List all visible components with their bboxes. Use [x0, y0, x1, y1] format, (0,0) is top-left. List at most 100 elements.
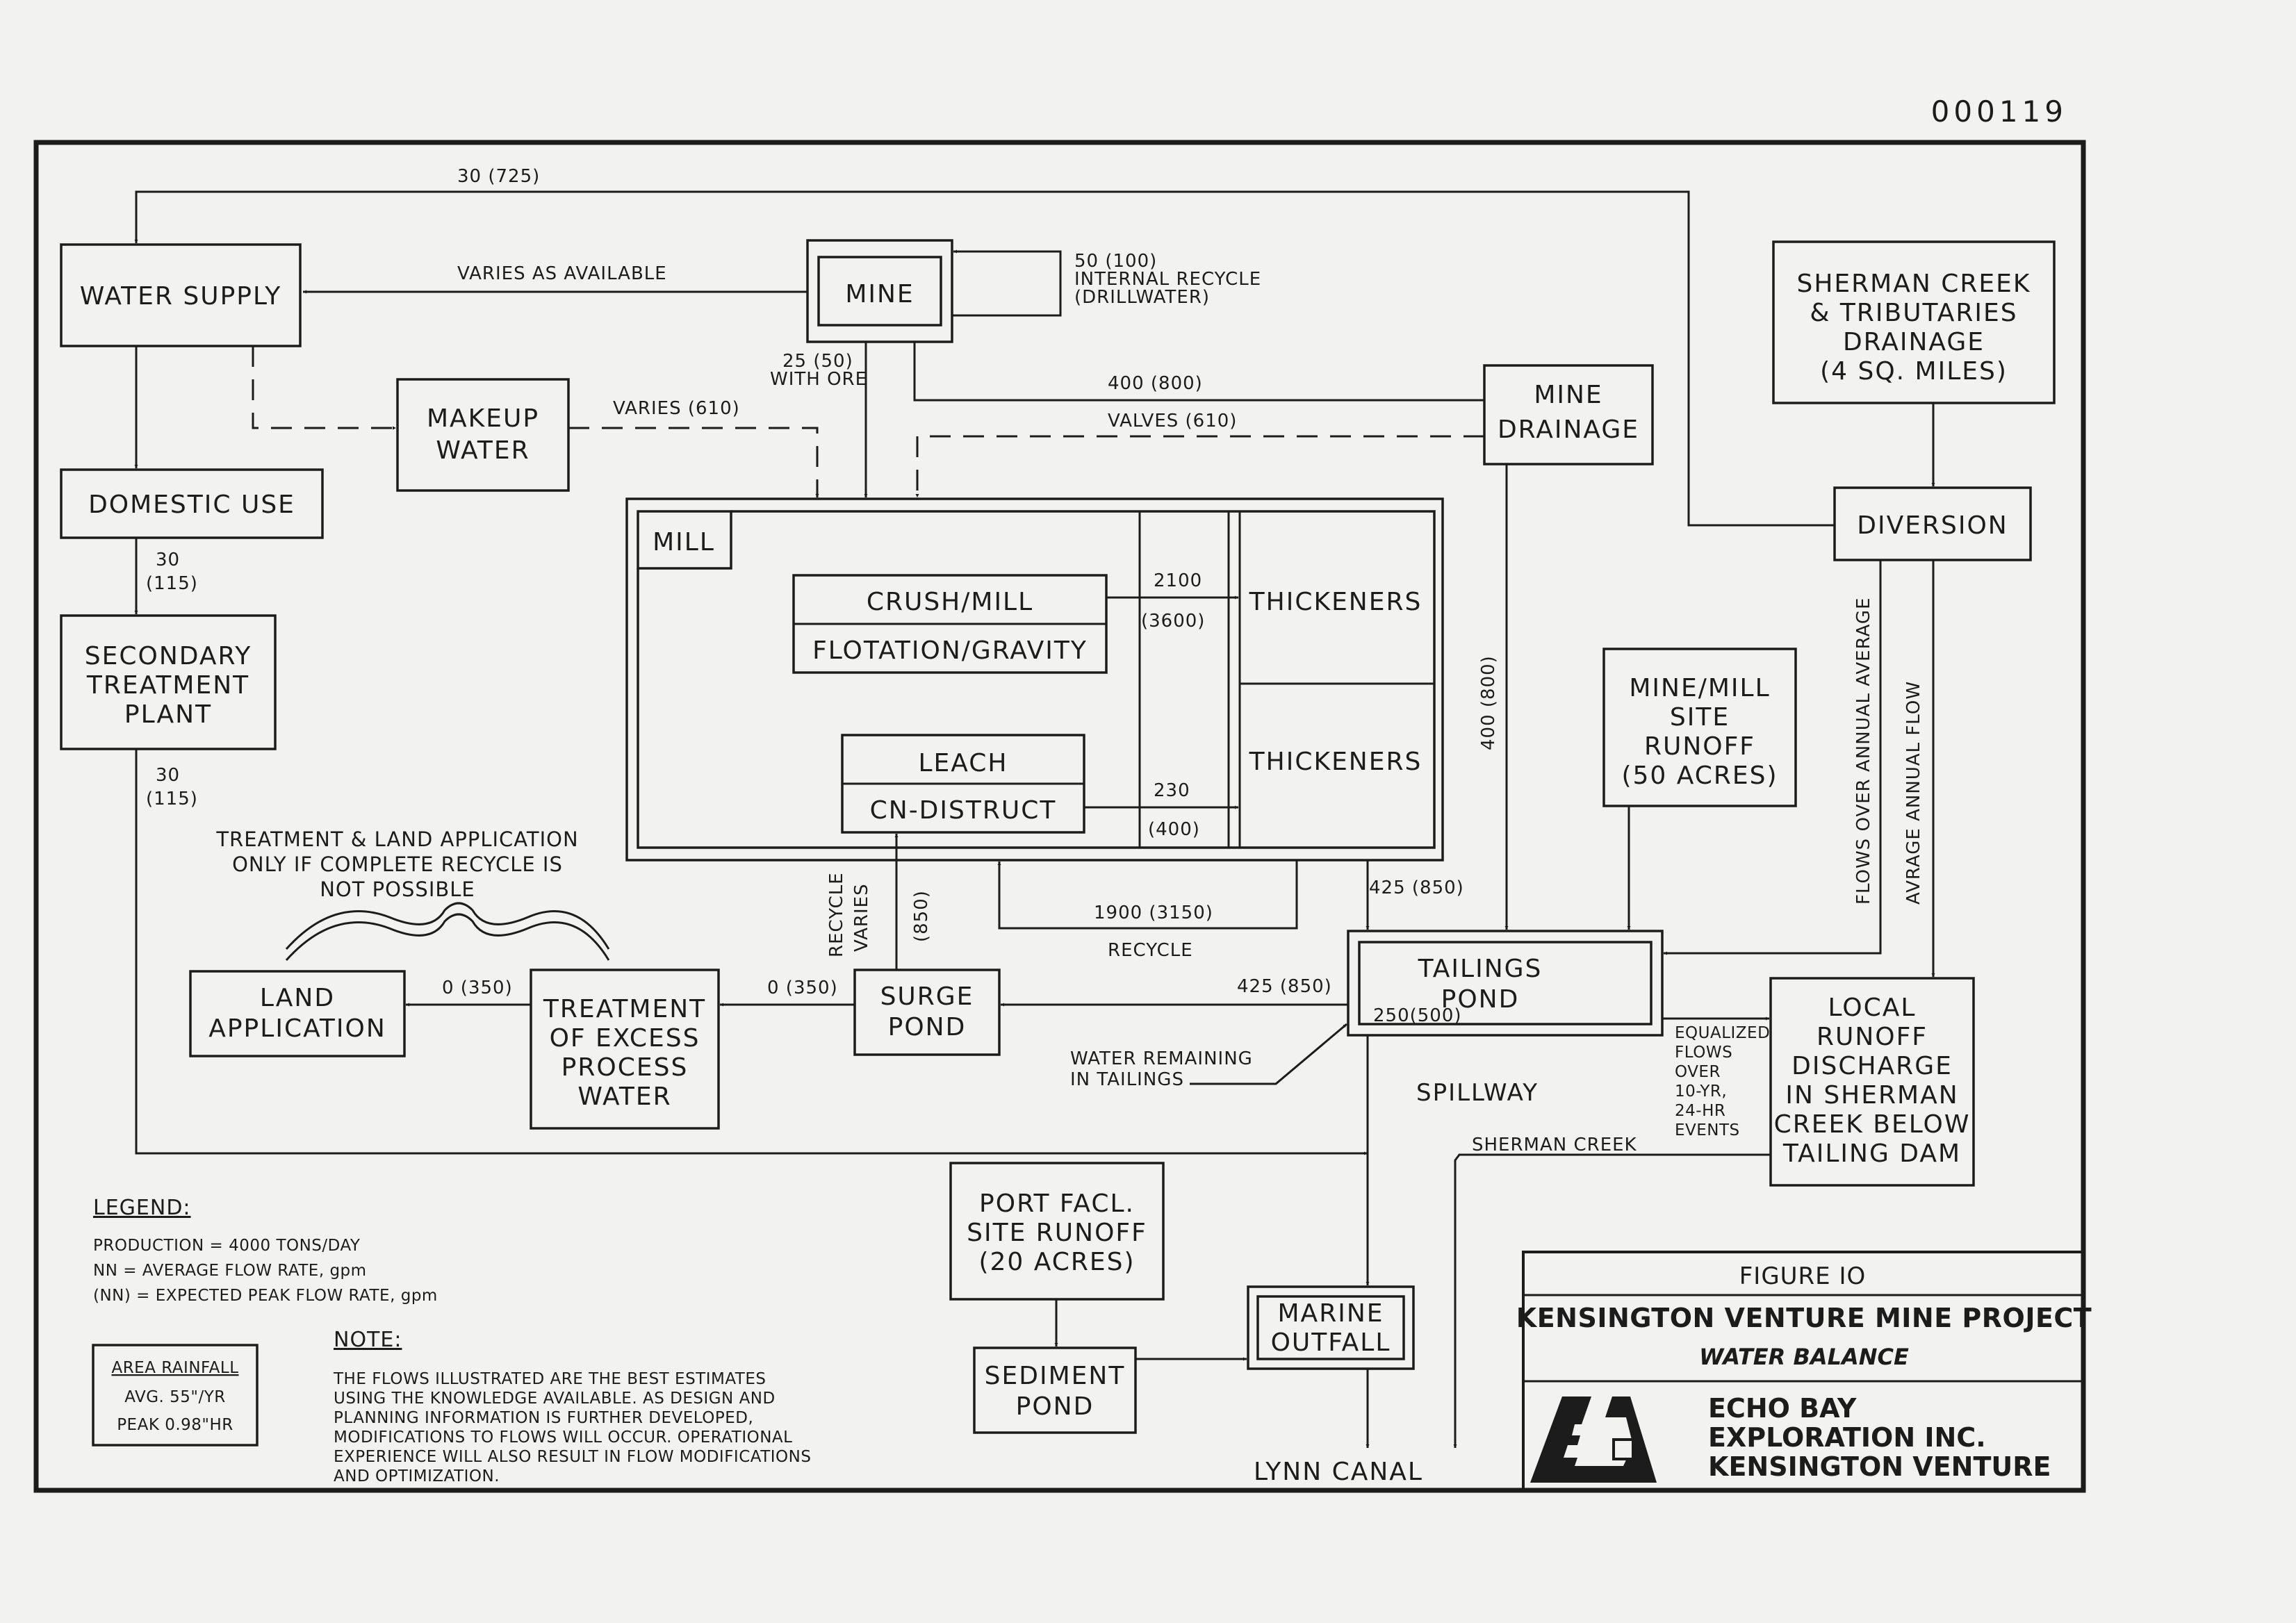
svg-text:NN = AVERAGE FLOW RATE, gpm: NN = AVERAGE FLOW RATE, gpm [93, 1262, 367, 1280]
svg-text:FLOWS: FLOWS [1675, 1044, 1732, 1062]
svg-text:(20 ACRES): (20 ACRES) [978, 1248, 1135, 1276]
svg-text:PLANT: PLANT [124, 700, 212, 729]
svg-text:MINE: MINE [1534, 381, 1602, 409]
treatment-excess-box: TREATMENT OF EXCESS PROCESS WATER [530, 969, 720, 1130]
flow-mine-400: 400 (800) [1108, 373, 1203, 394]
flow-230: 230 [1154, 780, 1190, 801]
flow-top: 30 (725) [457, 166, 540, 187]
rainfall-box: AREA RAINFALL AVG. 55"/YR PEAK 0.98"HR [92, 1344, 259, 1447]
flow-lines [134, 190, 1935, 1448]
treatment-note-wave [285, 902, 610, 962]
svg-text:(50 ACRES): (50 ACRES) [1621, 761, 1778, 790]
crush-mill-box: CRUSH/MILL FLOTATION/GRAVITY [792, 574, 1108, 674]
flow-secondary-30: 30 [156, 765, 180, 786]
svg-text:ONLY IF COMPLETE RECYCLE IS: ONLY IF COMPLETE RECYCLE IS [232, 852, 563, 876]
svg-text:EVENTS: EVENTS [1675, 1121, 1740, 1139]
figure-label: FIGURE IO [1739, 1262, 1867, 1290]
svg-text:(NN) = EXPECTED PEAK FLOW RAT: (NN) = EXPECTED PEAK FLOW RATE, gpm [93, 1287, 438, 1305]
svg-text:24-HR: 24-HR [1675, 1102, 1725, 1120]
svg-text:(115): (115) [146, 789, 198, 809]
project-subtitle: WATER BALANCE [1699, 1344, 1909, 1370]
lynn-canal-label: LYNN CANAL [1254, 1458, 1423, 1486]
flow-valves: VALVES (610) [1108, 411, 1237, 431]
svg-text:DRAINAGE: DRAINAGE [1843, 328, 1985, 356]
thickeners-upper: THICKENERS [1249, 588, 1422, 616]
svg-text:DOMESTIC USE: DOMESTIC USE [88, 491, 295, 519]
svg-text:CREEK BELOW: CREEK BELOW [1774, 1110, 1971, 1139]
svg-text:POND: POND [1016, 1392, 1094, 1421]
svg-text:WATER: WATER [436, 436, 530, 465]
svg-text:OUTFALL: OUTFALL [1271, 1328, 1391, 1357]
svg-text:MAKEUP: MAKEUP [427, 404, 539, 433]
land-application-box: LAND APPLICATION [189, 970, 406, 1057]
sherman-creek-box: SHERMAN CREEK & TRIBUTARIES DRAINAGE (4 … [1772, 240, 2056, 404]
legend: LEGEND: PRODUCTION = 4000 TONS/DAY NN = … [93, 1196, 438, 1305]
svg-text:RUNOFF: RUNOFF [1644, 732, 1755, 761]
svg-text:(4 SQ. MILES): (4 SQ. MILES) [1820, 357, 2008, 386]
legend-title: LEGEND: [93, 1196, 191, 1220]
doc-number: 000119 [1931, 94, 2067, 129]
svg-text:NOT POSSIBLE: NOT POSSIBLE [320, 878, 475, 901]
project-title: KENSINGTON VENTURE MINE PROJECT [1516, 1303, 2092, 1333]
flow-internal-recycle: 50 (100) [1074, 251, 1157, 272]
company-line-3: KENSINGTON VENTURE [1708, 1451, 2051, 1482]
average-annual-flow-label: AVRAGE ANNUAL FLOW [1903, 681, 1924, 905]
svg-text:CRUSH/MILL: CRUSH/MILL [867, 588, 1033, 616]
thickeners-lower: THICKENERS [1249, 748, 1422, 776]
svg-text:MARINE: MARINE [1278, 1299, 1384, 1328]
svg-text:AVG. 55"/YR: AVG. 55"/YR [124, 1388, 226, 1406]
svg-text:(400): (400) [1148, 819, 1200, 840]
title-block: FIGURE IO KENSINGTON VENTURE MINE PROJEC… [1516, 1251, 2092, 1492]
svg-text:WATER SUPPLY: WATER SUPPLY [80, 282, 282, 311]
svg-text:LAND: LAND [260, 984, 335, 1012]
svg-text:CN-DISTRUCT: CN-DISTRUCT [870, 796, 1057, 825]
flow-varies-available: VARIES AS AVAILABLE [457, 263, 667, 284]
svg-text:SHERMAN CREEK: SHERMAN CREEK [1797, 270, 2031, 298]
svg-text:DIVERSION: DIVERSION [1857, 511, 2008, 540]
diversion-box: DIVERSION [1833, 486, 2032, 561]
svg-text:TAILINGS: TAILINGS [1418, 955, 1543, 983]
flow-varies-610: VARIES (610) [613, 398, 740, 419]
svg-text:PORT FACL.: PORT FACL. [979, 1189, 1135, 1218]
svg-text:SECONDARY: SECONDARY [85, 642, 252, 670]
svg-text:VARIES: VARIES [851, 883, 872, 952]
svg-text:(115): (115) [146, 573, 198, 594]
svg-text:EXPERIENCE WILL ALSO RESULT IN: EXPERIENCE WILL ALSO RESULT IN FLOW MODI… [334, 1448, 811, 1466]
flow-domestic-30: 30 [156, 550, 180, 570]
surge-pond-box: SURGE POND [853, 969, 1001, 1056]
mill-label: MILL [653, 528, 715, 557]
svg-text:LOCAL: LOCAL [1828, 994, 1917, 1022]
svg-text:SURGE: SURGE [880, 982, 974, 1011]
svg-text:POND: POND [1441, 985, 1520, 1014]
svg-text:WATER: WATER [577, 1082, 671, 1111]
sherman-creek-label: SHERMAN CREEK [1472, 1135, 1637, 1155]
flow-2100: 2100 [1154, 570, 1202, 591]
flow-425-pond: 425 (850) [1237, 976, 1332, 997]
note-block: NOTE: THE FLOWS ILLUSTRATED ARE THE BEST… [333, 1328, 811, 1485]
tailings-pond-box: TAILINGS POND [1347, 930, 1664, 1037]
svg-text:USING THE KNOWLEDGE AVAILABLE.: USING THE KNOWLEDGE AVAILABLE. AS DESIGN… [334, 1390, 776, 1408]
makeup-water-box: MAKEUP WATER [396, 378, 570, 492]
company-line-2: EXPLORATION INC. [1708, 1422, 1986, 1453]
svg-text:TREATMENT: TREATMENT [86, 671, 249, 700]
svg-text:PLANNING INFORMATION IS FURTHE: PLANNING INFORMATION IS FURTHER DEVELOPE… [334, 1409, 753, 1427]
svg-text:OVER: OVER [1675, 1063, 1721, 1081]
flow-recycle-varies: RECYCLE [826, 872, 847, 957]
mine-box: MINE [806, 239, 953, 343]
diagram-frame [33, 140, 2086, 1493]
flow-recycle: RECYCLE [1108, 940, 1193, 961]
svg-text:PROCESS: PROCESS [561, 1053, 689, 1082]
svg-text:TREATMENT: TREATMENT [543, 995, 706, 1023]
note-title: NOTE: [334, 1328, 402, 1352]
svg-text:10-YR,: 10-YR, [1675, 1082, 1727, 1101]
svg-text:DRAINAGE: DRAINAGE [1498, 415, 1639, 444]
svg-text:DISCHARGE: DISCHARGE [1791, 1052, 1953, 1080]
svg-text:FLOTATION/GRAVITY: FLOTATION/GRAVITY [812, 636, 1088, 665]
flow-425-mill: 425 (850) [1369, 878, 1464, 898]
flow-250: 250(500) [1373, 1005, 1462, 1026]
svg-text:(DRILLWATER): (DRILLWATER) [1074, 287, 1210, 308]
flow-0-treat: 0 (350) [442, 978, 513, 998]
mine-drainage-box: MINE DRAINAGE [1483, 364, 1654, 466]
flows-over-average-label: FLOWS OVER ANNUAL AVERAGE [1853, 597, 1874, 905]
svg-text:RUNOFF: RUNOFF [1817, 1023, 1928, 1051]
